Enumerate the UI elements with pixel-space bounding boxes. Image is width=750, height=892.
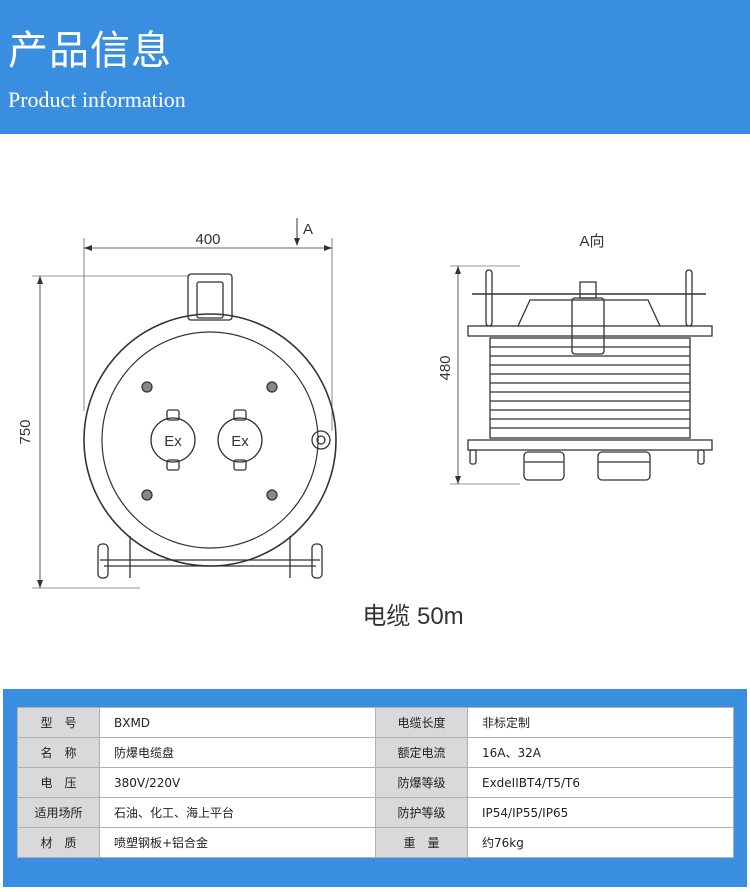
height-dimension-label: 750 xyxy=(17,419,34,444)
spec-value: BXMD xyxy=(99,707,376,738)
socket-right-label: Ex xyxy=(231,433,249,450)
spec-value: IP54/IP55/IP65 xyxy=(467,797,734,828)
spec-key: 名 称 xyxy=(17,737,100,768)
page-subtitle: Product information xyxy=(8,87,186,112)
spec-key: 材 质 xyxy=(17,827,100,858)
table-row: 型 号 BXMD 电缆长度 非标定制 xyxy=(17,707,734,738)
spec-value: 非标定制 xyxy=(467,707,734,738)
spec-value: 380V/220V xyxy=(99,767,376,798)
spec-key: 适用场所 xyxy=(17,797,100,828)
spec-value: ExdeIIBT4/T5/T6 xyxy=(467,767,734,798)
spec-key: 额定电流 xyxy=(375,737,468,768)
spec-value: 防爆电缆盘 xyxy=(99,737,376,768)
spec-value: 约76kg xyxy=(467,827,734,858)
spec-key: 电 压 xyxy=(17,767,100,798)
socket-left-label: Ex xyxy=(164,433,182,450)
header-banner: 产品信息 Product information xyxy=(0,0,750,134)
spec-key: 型 号 xyxy=(17,707,100,738)
spec-key: 重 量 xyxy=(375,827,468,858)
spec-key: 电缆长度 xyxy=(375,707,468,738)
cable-length-caption: 电缆 50m xyxy=(362,603,463,630)
side-view-title: A向 xyxy=(579,233,604,250)
spec-value: 石油、化工、海上平台 xyxy=(99,797,376,828)
side-height-dimension-label: 480 xyxy=(437,355,454,380)
table-row: 材 质 喷塑钢板+铝合金 重 量 约76kg xyxy=(17,827,734,858)
spec-key: 防护等级 xyxy=(375,797,468,828)
table-row: 电 压 380V/220V 防爆等级 ExdeIIBT4/T5/T6 xyxy=(17,767,734,798)
width-dimension-label: 400 xyxy=(195,231,220,248)
spec-key: 防爆等级 xyxy=(375,767,468,798)
technical-drawing: 400 A 750 Ex Ex A向 480 电缆 50m xyxy=(0,196,750,656)
spec-value: 喷塑钢板+铝合金 xyxy=(99,827,376,858)
spec-panel: 型 号 BXMD 电缆长度 非标定制 名 称 防爆电缆盘 额定电流 16A、32… xyxy=(3,689,747,887)
spec-value: 16A、32A xyxy=(467,737,734,768)
table-row: 名 称 防爆电缆盘 额定电流 16A、32A xyxy=(17,737,734,768)
page-title: 产品信息 xyxy=(8,28,172,74)
spec-table: 型 号 BXMD 电缆长度 非标定制 名 称 防爆电缆盘 额定电流 16A、32… xyxy=(17,707,734,858)
view-arrow-label: A xyxy=(303,221,313,238)
table-row: 适用场所 石油、化工、海上平台 防护等级 IP54/IP55/IP65 xyxy=(17,797,734,828)
